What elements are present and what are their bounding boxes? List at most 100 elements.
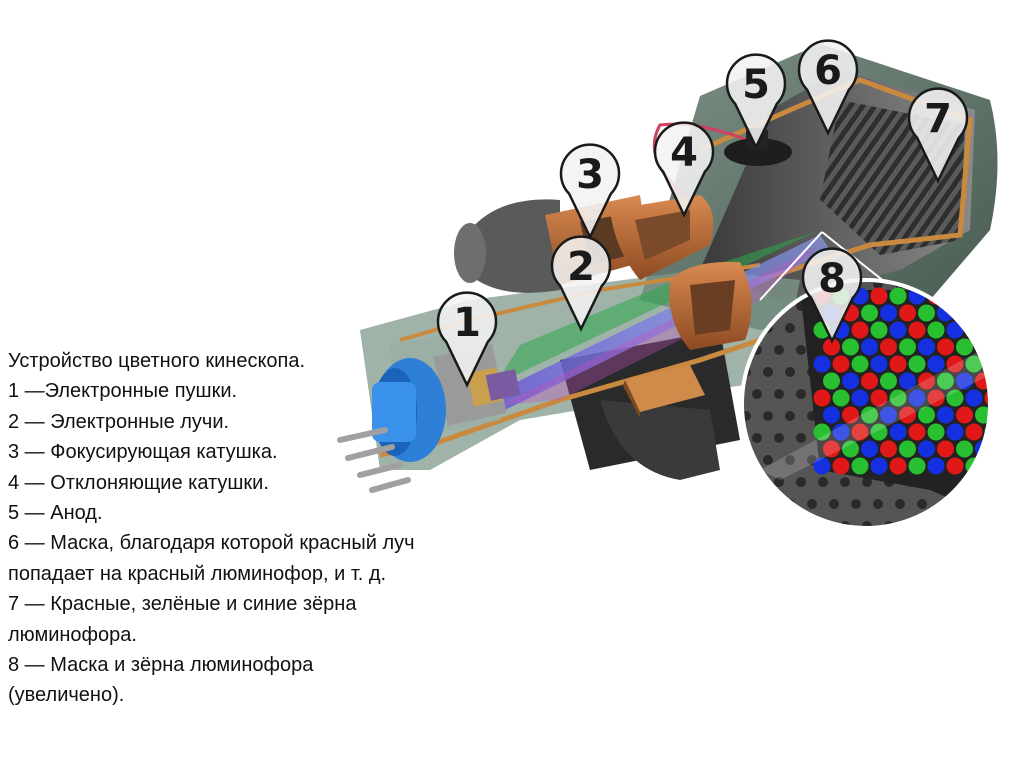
phosphor-grain [966, 390, 983, 407]
mask-hole [917, 499, 927, 509]
phosphor-grain [909, 424, 926, 441]
phosphor-grain [842, 339, 859, 356]
mask-hole [983, 279, 993, 289]
mask-hole [752, 433, 762, 443]
mask-hole [741, 499, 751, 509]
phosphor-grain [861, 339, 878, 356]
phosphor-grain [871, 322, 888, 339]
phosphor-grain [956, 407, 973, 424]
phosphor-grain [823, 373, 840, 390]
phosphor-grain [852, 390, 869, 407]
phosphor-grain [890, 322, 907, 339]
mask-hole [961, 499, 971, 509]
phosphor-grain [937, 441, 954, 458]
mask-hole [994, 345, 1004, 355]
mask-hole [994, 389, 1004, 399]
phosphor-grain [1004, 288, 1021, 305]
mask-hole [763, 499, 773, 509]
mask-hole [796, 389, 806, 399]
mask-hole [752, 389, 762, 399]
phosphor-grain [880, 305, 897, 322]
mask-hole [950, 521, 960, 531]
phosphor-grain [947, 288, 964, 305]
phosphor-grain [833, 390, 850, 407]
caption-line-2: 2 — Электронные лучи. [8, 407, 528, 437]
phosphor-grain [909, 356, 926, 373]
phosphor-grain [928, 424, 945, 441]
mask-hole [741, 455, 751, 465]
mask-hole [851, 499, 861, 509]
mask-hole [983, 455, 993, 465]
mask-hole [972, 477, 982, 487]
caption-title: Устройство цветного кинескопа. [8, 346, 528, 376]
mask-hole [785, 323, 795, 333]
phosphor-grain [994, 305, 1011, 322]
phosphor-grain [975, 305, 992, 322]
callout-number: 4 [670, 130, 698, 176]
phosphor-grain [861, 441, 878, 458]
mask-hole [994, 521, 1004, 531]
phosphor-grain [842, 373, 859, 390]
phosphor-grain [861, 305, 878, 322]
phosphor-grain [928, 356, 945, 373]
callout-number: 2 [567, 244, 595, 290]
mask-hole [895, 499, 905, 509]
phosphor-grain [928, 458, 945, 475]
phosphor-grain [985, 390, 1002, 407]
phosphor-grain [1013, 339, 1024, 356]
phosphor-grain [1004, 322, 1021, 339]
mask-hole [983, 323, 993, 333]
phosphor-grain [899, 305, 916, 322]
phosphor-grain [880, 441, 897, 458]
mask-hole [829, 499, 839, 509]
phosphor-grain [814, 356, 831, 373]
phosphor-grain [1013, 305, 1024, 322]
phosphor-grain [994, 373, 1011, 390]
mask-hole [950, 301, 960, 311]
phosphor-grain [1013, 373, 1024, 390]
mask-hole [763, 455, 773, 465]
phosphor-grain [994, 339, 1011, 356]
mask-hole [994, 477, 1004, 487]
magnet-cylinder [454, 199, 560, 292]
phosphor-grain [861, 373, 878, 390]
mask-hole [774, 521, 784, 531]
phosphor-grain [947, 458, 964, 475]
caption-line-7b: люминофора. [8, 620, 528, 650]
phosphor-grain [985, 322, 1002, 339]
phosphor-grain [1004, 458, 1021, 475]
callout-number: 8 [818, 256, 846, 302]
phosphor-grain [956, 441, 973, 458]
caption-line-7a: 7 — Красные, зелёные и синие зёрна [8, 589, 528, 619]
phosphor-grain [890, 288, 907, 305]
phosphor-grain [814, 390, 831, 407]
phosphor-grain [947, 424, 964, 441]
phosphor-grain [1004, 356, 1021, 373]
phosphor-grain [1013, 407, 1024, 424]
phosphor-grain [871, 288, 888, 305]
phosphor-grain [871, 356, 888, 373]
mask-hole [796, 477, 806, 487]
mask-hole [972, 521, 982, 531]
mask-hole [994, 301, 1004, 311]
mask-hole [774, 389, 784, 399]
phosphor-grain [899, 339, 916, 356]
phosphor-grain [890, 458, 907, 475]
callout-number: 5 [742, 62, 770, 108]
phosphor-grain [852, 356, 869, 373]
phosphor-grain [966, 424, 983, 441]
phosphor-grain [937, 339, 954, 356]
phosphor-grain [1004, 390, 1021, 407]
mask-hole [807, 499, 817, 509]
callout-number: 1 [453, 300, 481, 346]
mask-hole [774, 345, 784, 355]
phosphor-grain [823, 407, 840, 424]
magnified-mask [740, 278, 1024, 531]
caption-line-5: 5 — Анод. [8, 498, 528, 528]
mask-hole [763, 411, 773, 421]
caption: Устройство цветного кинескопа. 1 —Электр… [8, 346, 528, 711]
phosphor-grain [890, 356, 907, 373]
mask-hole [928, 521, 938, 531]
mask-hole [763, 367, 773, 377]
mask-hole [752, 521, 762, 531]
